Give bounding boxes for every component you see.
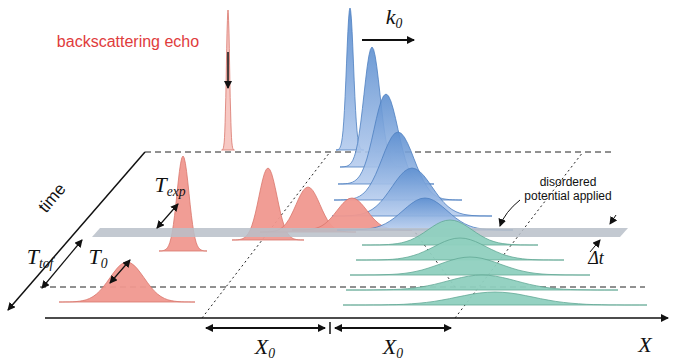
axis-label: X bbox=[638, 334, 651, 356]
leader-arrow bbox=[500, 200, 520, 226]
callout-text: disordered potential applied bbox=[518, 176, 618, 204]
wave-packet bbox=[222, 10, 235, 150]
disorder-band bbox=[92, 228, 628, 237]
dimension-label: X0 bbox=[255, 336, 275, 361]
momentum-label: k0 bbox=[386, 6, 403, 31]
wave-packet bbox=[346, 275, 618, 290]
interval-arrow bbox=[110, 260, 130, 283]
interval-arrow bbox=[157, 204, 178, 228]
leader-arrow bbox=[610, 215, 616, 224]
dimension-arrow bbox=[206, 327, 325, 329]
wave-packet bbox=[343, 292, 647, 305]
dimension-arrow bbox=[335, 327, 451, 329]
axis-label: time bbox=[35, 180, 69, 216]
x-axis bbox=[45, 317, 668, 319]
time-label: T0 bbox=[88, 246, 107, 271]
momentum-arrow bbox=[362, 39, 414, 41]
time-label: Ttof bbox=[27, 246, 54, 271]
wave-packet bbox=[59, 262, 195, 302]
time-label: Texp bbox=[154, 174, 185, 199]
dimension-tick bbox=[329, 322, 331, 334]
wave-packet bbox=[350, 257, 590, 275]
callout-text: backscattering echo bbox=[57, 34, 199, 50]
wave-packet bbox=[356, 238, 564, 260]
interval-label: Δt bbox=[588, 249, 604, 267]
leader-arrow bbox=[227, 52, 229, 88]
wave-packet bbox=[337, 198, 513, 230]
dimension-label: X0 bbox=[383, 336, 403, 361]
